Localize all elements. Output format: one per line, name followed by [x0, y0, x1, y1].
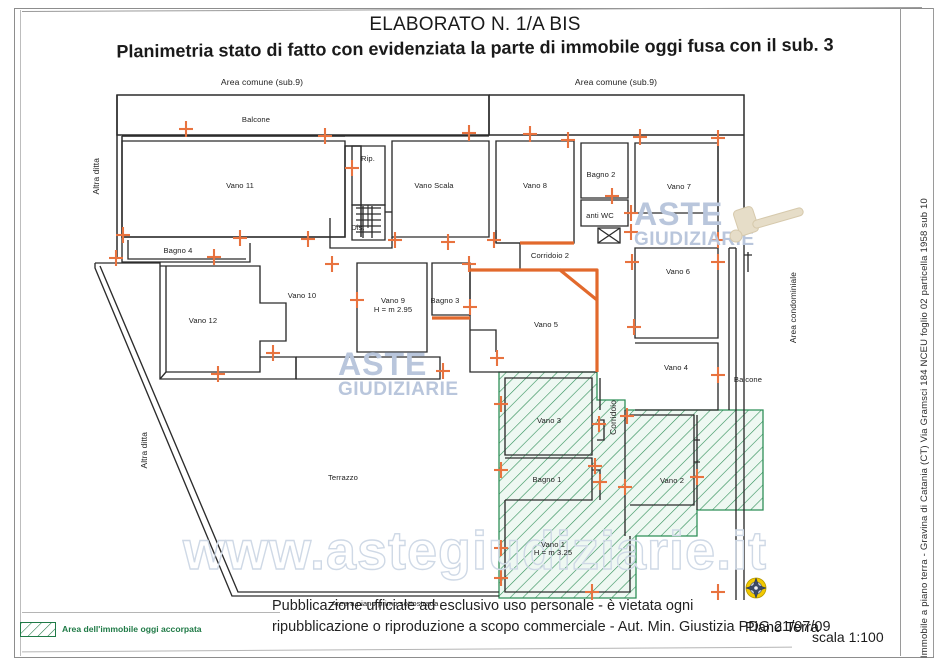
vertical-label-area-condominiale: Area condominiale — [788, 272, 798, 344]
scale-label: scala 1:100 — [812, 629, 884, 645]
vertical-label-altra-ditta: Altra ditta — [91, 158, 101, 195]
room-label-vano-5: Vano 5 — [533, 320, 559, 329]
room-label-vano-scala: Vano Scala — [414, 181, 454, 190]
room-label-bagno-1: Bagno 1 — [532, 475, 562, 484]
room-label-vano-3: Vano 3 — [536, 416, 562, 425]
room-label-terrazzo: Terrazzo — [328, 473, 358, 482]
accorpata-hatched-area — [498, 371, 764, 599]
room-label-dis: Dis. — [351, 223, 365, 232]
room-label-balcone: Balcone — [241, 115, 271, 124]
room-label-bagno-2: Bagno 2 — [586, 170, 616, 179]
vertical-label-corridoio: Corridoio — [608, 400, 618, 435]
building-outline — [116, 94, 745, 259]
area-label-1: Area comune (sub.9) — [574, 77, 658, 87]
room-label-bagno-4: Bagno 4 — [163, 246, 193, 255]
right-spine-band — [900, 8, 934, 656]
area-label-0: Area comune (sub.9) — [220, 77, 304, 87]
compass-rose-icon — [745, 577, 767, 599]
sheet-inner-frame — [20, 10, 928, 656]
room-label-rip: Rip. — [361, 154, 375, 163]
area-label-2: Area a piano primo sottostrada — [331, 599, 439, 608]
room-label-bagno-3: Bagno 3 — [430, 296, 460, 305]
room-label-corridoio-2: Corridoio 2 — [530, 251, 570, 260]
legend-label: Area dell'immobile oggi accorpata — [62, 624, 202, 634]
room-label-vano-9: Vano 9 — [380, 296, 406, 305]
room-label-h-m-2-95: H = m 2.95 — [373, 305, 413, 314]
room-label-vano-1: Vano 1 — [540, 540, 566, 549]
room-label-balcone: Balcone — [733, 375, 763, 384]
room-label-vano-12: Vano 12 — [188, 316, 218, 325]
room-label-vano-11: Vano 11 — [226, 181, 254, 190]
room-label-vano-8: Vano 8 — [522, 181, 548, 190]
room-label-anti-wc: anti WC — [586, 211, 614, 220]
room-label-vano-2: Vano 2 — [659, 476, 685, 485]
elaborato-title: ELABORATO N. 1/A BIS — [369, 14, 581, 35]
legend-divider-rule — [22, 612, 280, 613]
room-label-vano-4: Vano 4 — [663, 363, 689, 372]
legend-hatch-swatch — [20, 622, 56, 637]
room-label-vano-7: Vano 7 — [666, 182, 692, 191]
room-label-vano-6: Vano 6 — [665, 267, 691, 276]
floor-label: Piano Terra — [745, 620, 819, 636]
vertical-label-altra-ditta: Altra ditta — [139, 432, 149, 469]
room-label-vano-10: Vano 10 — [287, 291, 317, 300]
fusion-boundary-highlight — [432, 241, 599, 372]
room-label-h-m-3-25: H = m 3.25 — [533, 548, 573, 557]
